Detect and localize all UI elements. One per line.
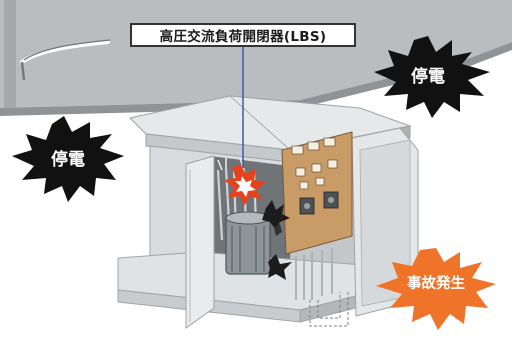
outage-label-left: 停電 bbox=[51, 150, 85, 170]
accident-label: 事故発生 bbox=[407, 276, 465, 292]
outage-label-right: 停電 bbox=[411, 67, 445, 87]
outage-burst-icon bbox=[374, 36, 490, 118]
transformer bbox=[225, 211, 271, 275]
meter-panel bbox=[281, 131, 353, 255]
lbs-callout-label: 高圧交流負荷開閉器(LBS) bbox=[130, 23, 356, 47]
spark-icon bbox=[224, 164, 266, 206]
outage-burst-icon bbox=[12, 116, 124, 202]
interior-equipment bbox=[216, 131, 353, 327]
accident-burst-icon bbox=[376, 248, 496, 330]
